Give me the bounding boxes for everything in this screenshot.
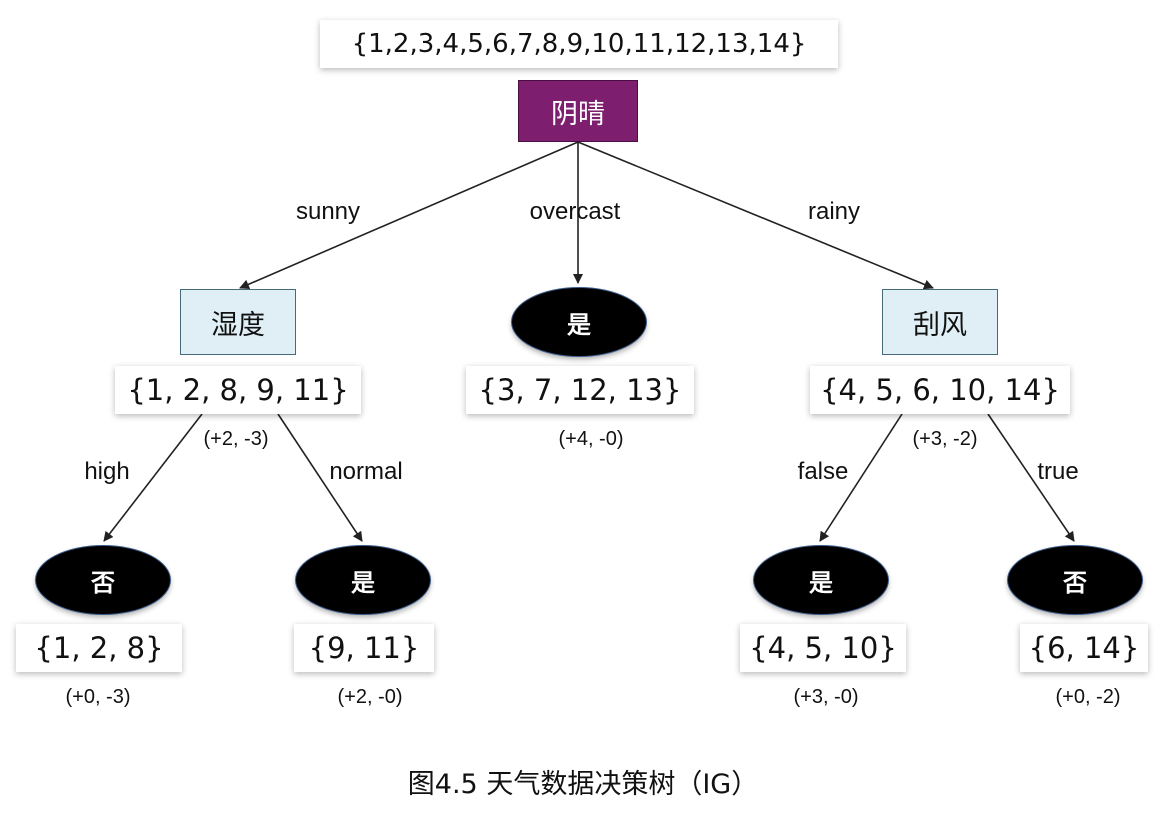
branch-label-normal: normal (329, 458, 403, 485)
humidity-set-box: {1, 2, 8, 9, 11} (115, 366, 361, 414)
branch-label-high: high (84, 458, 130, 485)
attribute-wind: 刮风 (882, 289, 998, 355)
leaf-true-set-box: {6, 14} (1020, 624, 1148, 672)
branch-label-false: false (797, 458, 849, 485)
edge-root-rainy (577, 141, 934, 290)
edge-wind-true (987, 413, 1075, 542)
leaf-normal-count: (+2, -0) (337, 686, 403, 708)
humidity-count: (+2, -3) (203, 428, 269, 450)
branch-label-sunny: sunny (295, 198, 361, 225)
figure-caption: 图4.5 天气数据决策树（IG） (407, 769, 759, 800)
leaf-yes-overcast: 是 (512, 288, 646, 356)
leaf-true-count: (+0, -2) (1055, 686, 1121, 708)
overcast-count: (+4, -0) (558, 428, 624, 450)
wind-set-box: {4, 5, 6, 10, 14} (810, 366, 1070, 414)
branch-label-rainy: rainy (807, 198, 861, 225)
leaf-high-set-box: {1, 2, 8} (16, 624, 182, 672)
branch-label-overcast: overcast (529, 198, 621, 225)
edge-wind-false (819, 413, 903, 542)
leaf-no-true: 否 (1008, 546, 1142, 614)
edge-root-sunny (239, 141, 579, 290)
wind-count: (+3, -2) (912, 428, 978, 450)
leaf-no-high: 否 (36, 546, 170, 614)
edge-humidity-high (103, 413, 203, 542)
leaf-normal-set-box: {9, 11} (294, 624, 434, 672)
leaf-high-count: (+0, -3) (65, 686, 131, 708)
branch-label-true: true (1037, 458, 1079, 485)
leaf-false-set-box: {4, 5, 10} (740, 624, 906, 672)
root-set-box: {1,2,3,4,5,6,7,8,9,10,11,12,13,14} (320, 20, 838, 68)
leaf-yes-normal: 是 (296, 546, 430, 614)
root-attribute-outlook: 阴晴 (518, 80, 638, 142)
edge-humidity-normal (277, 413, 363, 542)
attribute-humidity: 湿度 (180, 289, 296, 355)
leaf-false-count: (+3, -0) (793, 686, 859, 708)
leaf-yes-false: 是 (754, 546, 888, 614)
overcast-set-box: {3, 7, 12, 13} (466, 366, 694, 414)
